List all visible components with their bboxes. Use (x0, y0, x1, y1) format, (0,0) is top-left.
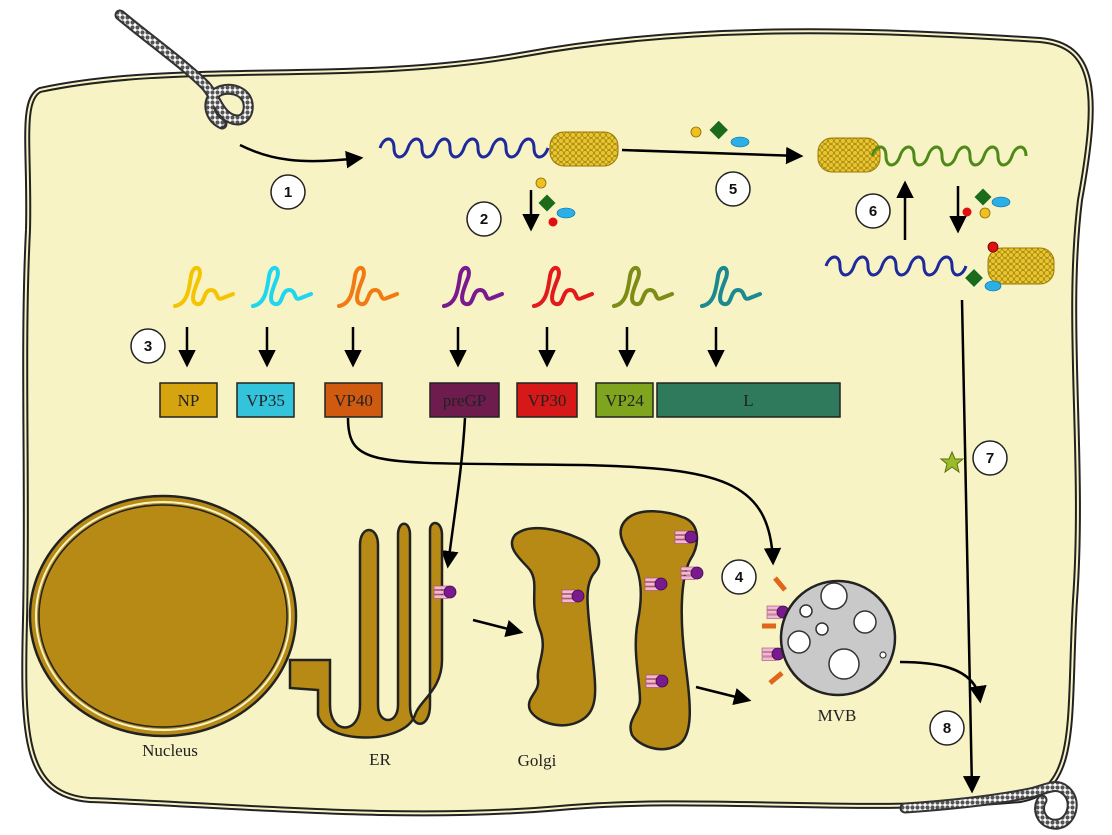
protein-box-vp40: VP40 (325, 383, 382, 417)
protein-box-l: L (657, 383, 840, 417)
step-marker-6: 6 (856, 194, 890, 228)
protein-box-np: NP (160, 383, 217, 417)
glycoprotein-4 (645, 578, 667, 591)
step-marker-8: 8 (930, 711, 964, 745)
glycoprotein-8 (762, 648, 784, 661)
step-marker-1: 1 (271, 175, 305, 209)
step-number: 3 (144, 338, 152, 355)
nucleocapsid-antigenome (818, 138, 880, 172)
golgi-label: Golgi (518, 751, 557, 770)
nucleocapsid-top (550, 132, 618, 166)
glycoprotein-3 (675, 531, 697, 544)
step-marker-3: 3 (131, 329, 165, 363)
step-number: 7 (986, 450, 994, 467)
protein-label-vp40: VP40 (334, 391, 373, 410)
protein-label-l: L (743, 391, 753, 410)
protein-box-pregp: preGP (430, 383, 499, 417)
protein-label-np: NP (178, 391, 200, 410)
protein-box-vp35: VP35 (237, 383, 294, 417)
glycoprotein-5 (681, 567, 703, 580)
nucleus-label: Nucleus (142, 741, 198, 760)
step-number: 8 (943, 720, 951, 737)
step-number: 1 (284, 184, 292, 201)
glycoprotein-1 (434, 586, 456, 599)
glycoprotein-2 (562, 590, 584, 603)
step-marker-7: 7 (973, 441, 1007, 475)
protein-box-vp30: VP30 (517, 383, 577, 417)
step-marker-5: 5 (716, 172, 750, 206)
er-label: ER (369, 750, 391, 769)
protein-label-pregp: preGP (443, 391, 486, 410)
step-number: 5 (729, 181, 737, 198)
protein-box-vp24: VP24 (596, 383, 653, 417)
nucleocapsid-progeny (988, 248, 1054, 284)
protein-label-vp30: VP30 (528, 391, 567, 410)
step-number: 4 (735, 569, 744, 586)
glycoprotein-6 (646, 675, 668, 688)
protein-label-vp24: VP24 (605, 391, 644, 410)
protein-label-vp35: VP35 (246, 391, 285, 410)
nucleus (30, 496, 296, 736)
step-number: 2 (480, 211, 488, 228)
step-marker-4: 4 (722, 560, 756, 594)
step-marker-2: 2 (467, 202, 501, 236)
step-number: 6 (869, 203, 877, 220)
mvb-label: MVB (818, 706, 857, 725)
